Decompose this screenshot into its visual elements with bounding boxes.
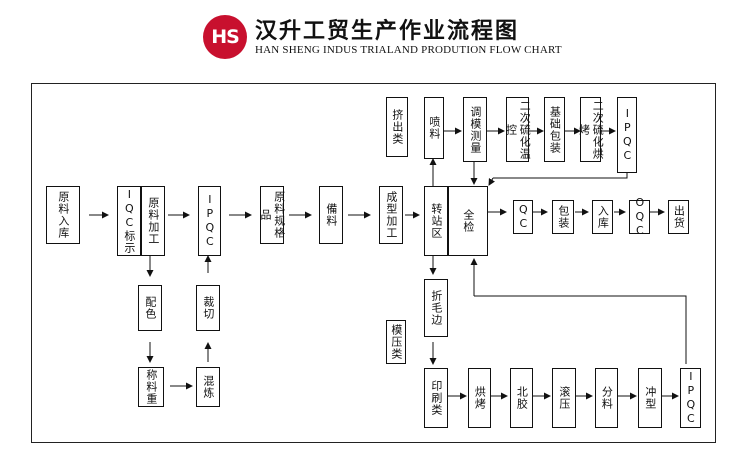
node-extrude: 挤出类 [386, 97, 408, 157]
node-bake: 烘烤 [468, 368, 491, 428]
company-logo: HS [203, 15, 247, 59]
title-chinese: 汉升工贸生产作业流程图 [255, 19, 520, 44]
node-transfer: 转站区 [424, 186, 448, 256]
node-oqc: OQC [629, 196, 650, 238]
title-english: HAN SHENG INDUS TRIALAND PRODUTION FLOW … [255, 44, 562, 56]
node-forming: 成型加工 [379, 186, 403, 244]
node-trim: 折毛边 [424, 279, 448, 337]
header: HS 汉升工贸生产作业流程图 HAN SHENG INDUS TRIALAND … [0, 0, 750, 70]
node-spray: 喷料 [424, 97, 444, 159]
arrow-return-to-fullcheck [488, 177, 496, 186]
node-mix-refine: 混炼 [196, 367, 220, 407]
node-raw-process: 原料加工 [141, 186, 165, 256]
node-mold-adjust: 调模测量 [463, 97, 487, 162]
node-ipqc-bottom: IPQC [680, 368, 701, 428]
node-weigh: 称料重 [138, 367, 164, 407]
node-roll-press: 滚压 [552, 368, 576, 428]
node-ipqc-top: IPQC [617, 97, 637, 173]
node-ipqc-1: IPQC [198, 186, 221, 256]
node-sec-vulc-temp: 二次硫化温控 [505, 97, 531, 162]
node-store: 入库 [592, 200, 613, 234]
node-raw-spec: 原料规格品 [259, 186, 286, 244]
arrow-ipqc-top-return [493, 173, 628, 179]
arrow-ipqc-bottom-return [474, 295, 687, 364]
node-base-pack: 基础包装 [544, 97, 565, 162]
node-sec-vulc-bake: 二次硫化烘烤 [578, 97, 604, 162]
node-print: 印刷类 [424, 368, 448, 428]
logo-text: HS [211, 26, 240, 48]
node-qc: QC [513, 200, 533, 234]
node-cut: 裁切 [196, 285, 220, 331]
node-iqc-label: IQC标示 [117, 186, 141, 256]
node-ship: 出货 [668, 200, 689, 234]
node-color-mix: 配色 [138, 285, 162, 331]
node-north-glue: 北胶 [510, 368, 533, 428]
flowchart-frame [31, 83, 716, 443]
node-full-check: 全检 [448, 186, 488, 256]
node-prep: 備料 [319, 186, 343, 244]
node-raw-in: 原料入库 [46, 186, 80, 244]
node-pack: 包装 [552, 200, 574, 234]
node-punch: 冲型 [638, 368, 662, 428]
node-mold-press: 模压类 [386, 320, 406, 364]
node-slit: 分料 [595, 368, 618, 428]
